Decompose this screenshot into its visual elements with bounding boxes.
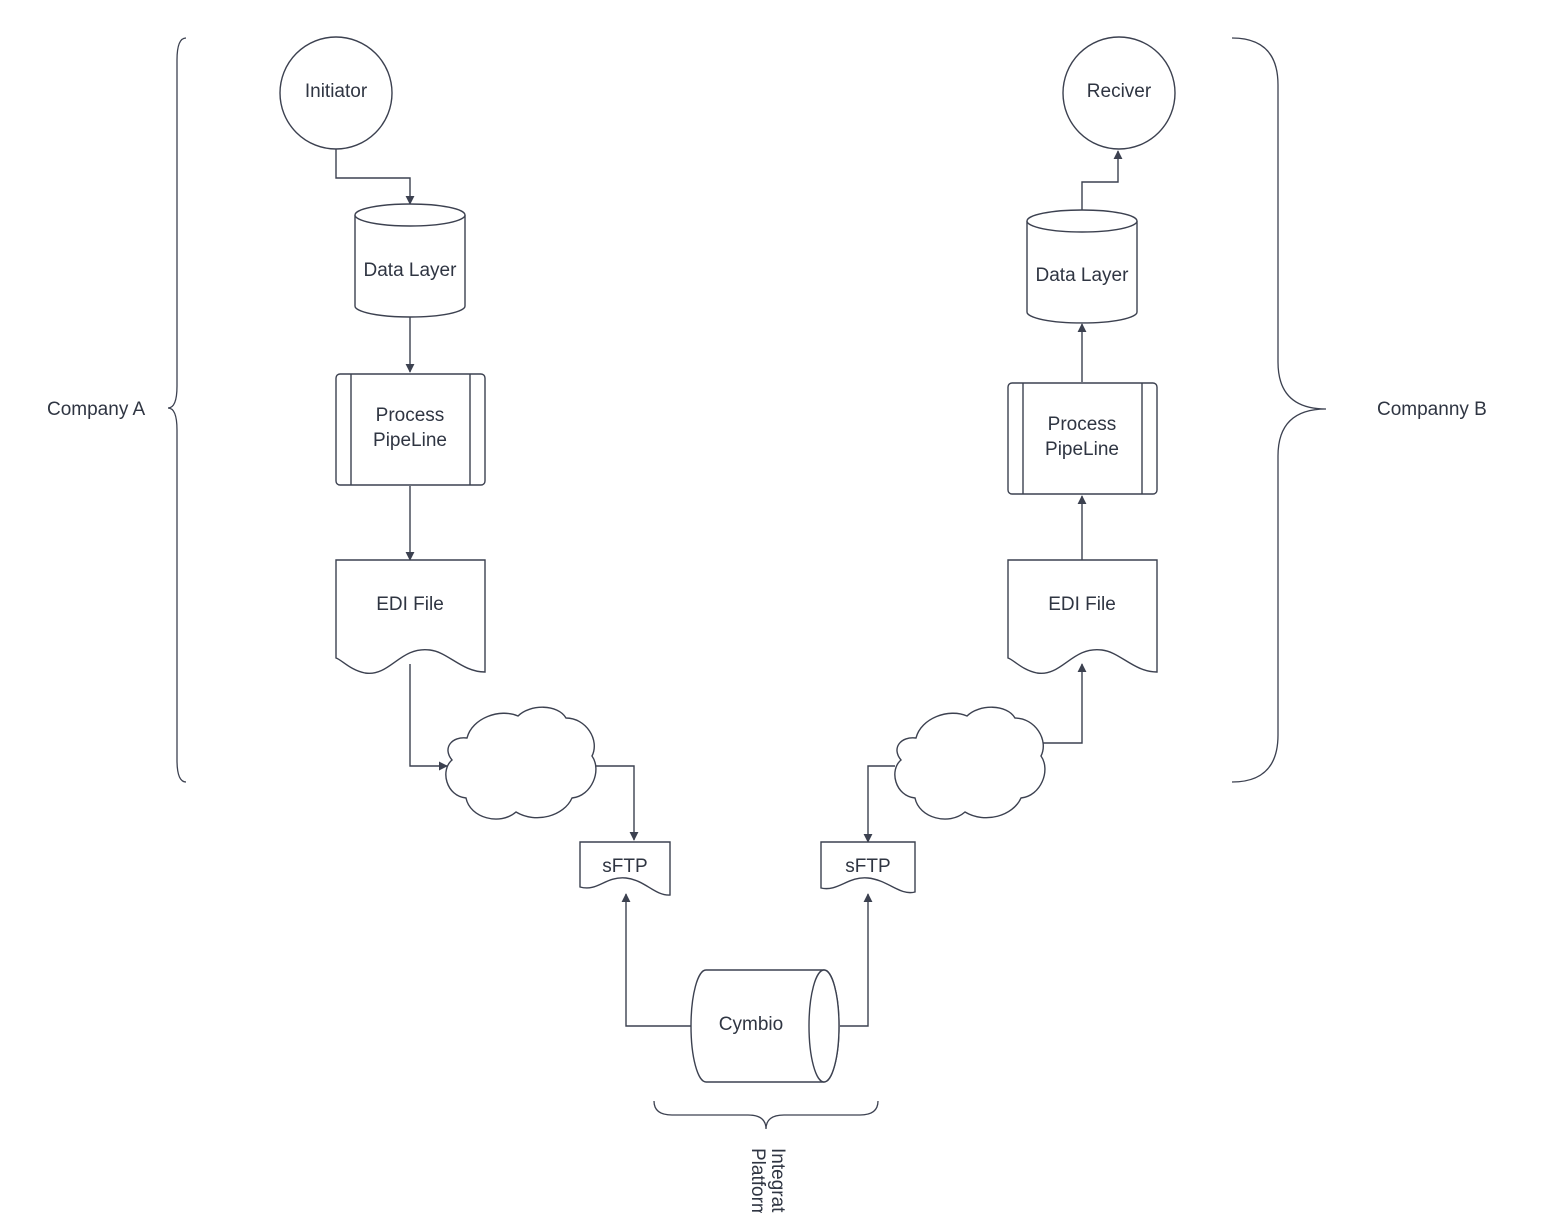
platform-label: Integration Platform: [747, 1148, 788, 1213]
cloud-b-node[interactable]: [894, 706, 1046, 820]
connector-cloud-to-sftp-b: [863, 765, 895, 843]
company-a-brace: [167, 37, 187, 783]
process-pipeline-b-label-line1: Process: [1048, 414, 1117, 435]
company-b-label: Companny B: [1377, 399, 1487, 420]
connector-edi-to-cloud-a: [409, 664, 448, 771]
initiator-label: Initiator: [305, 81, 368, 102]
connector-datalayer-to-receiver-b: [1081, 150, 1123, 211]
cloud-a-node[interactable]: [445, 706, 597, 820]
sftp-a-label: sFTP: [602, 856, 647, 877]
edi-file-a-node[interactable]: EDI File: [335, 559, 486, 674]
data-layer-b-node[interactable]: Data Layer: [1026, 209, 1138, 324]
connector-cloud-to-sftp-a: [594, 765, 639, 841]
data-layer-a-label: Data Layer: [364, 260, 458, 281]
process-pipeline-b-node[interactable]: Process PipeLine: [1007, 382, 1158, 495]
data-layer-a-node[interactable]: Data Layer: [354, 203, 466, 318]
edi-file-b-label: EDI File: [1048, 594, 1116, 615]
cymbio-node[interactable]: Cymbio: [690, 969, 840, 1083]
process-pipeline-b-label-line2: PipeLine: [1045, 439, 1119, 460]
connector-cymbio-to-sftp-b: [840, 893, 873, 1027]
company-a-label: Company A: [47, 399, 146, 420]
cymbio-label: Cymbio: [719, 1014, 783, 1035]
receiver-node[interactable]: Reciver: [1062, 36, 1176, 150]
process-pipeline-a-node[interactable]: Process PipeLine: [335, 373, 486, 486]
company-b-brace: [1231, 37, 1327, 783]
connector-cloud-to-edi-b: [1040, 663, 1087, 744]
sftp-b-node[interactable]: sFTP: [820, 841, 916, 894]
sftp-b-label: sFTP: [845, 856, 890, 877]
receiver-label: Reciver: [1087, 81, 1152, 102]
process-pipeline-a-label-line1: Process: [376, 405, 445, 426]
edi-file-b-node[interactable]: EDI File: [1007, 559, 1158, 674]
process-pipeline-a-label-line2: PipeLine: [373, 430, 447, 451]
platform-label-line2: Platform: [747, 1148, 768, 1213]
sftp-a-node[interactable]: sFTP: [579, 841, 671, 896]
connector-cymbio-to-sftp-a: [621, 893, 692, 1027]
platform-label-line1: Integration: [767, 1148, 788, 1213]
data-layer-b-label: Data Layer: [1036, 265, 1130, 286]
edi-file-a-label: EDI File: [376, 594, 444, 615]
connector-initiator-to-datalayer-a: [335, 148, 415, 205]
initiator-node[interactable]: Initiator: [279, 36, 393, 150]
platform-brace: [653, 1100, 879, 1130]
